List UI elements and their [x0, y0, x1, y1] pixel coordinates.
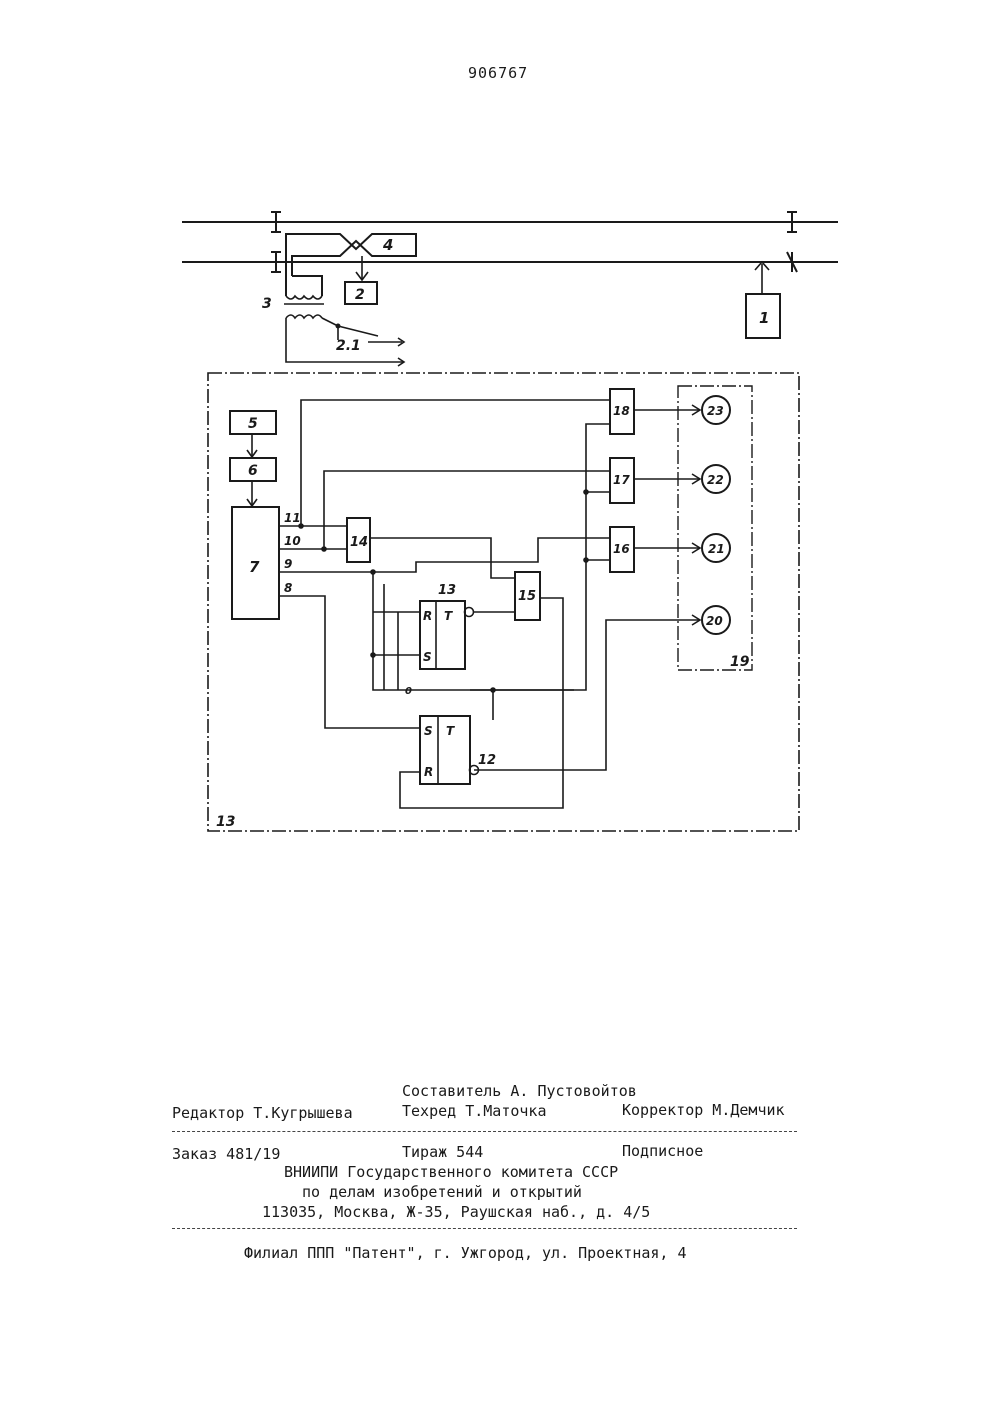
svg-text:12: 12 [478, 753, 496, 768]
compiler-line: Составитель А. Пустовойтов [402, 1082, 637, 1100]
mark-zero: 0 [405, 686, 412, 697]
svg-text:11: 11 [284, 511, 301, 525]
svg-text:13: 13 [216, 814, 235, 830]
block-1: 1 [746, 262, 780, 338]
subscription-line: Подписное [622, 1142, 703, 1160]
device-frame-13: 13 [208, 373, 799, 831]
block-4: 4 [286, 234, 416, 278]
svg-text:14: 14 [350, 535, 368, 550]
svg-text:1: 1 [759, 309, 769, 327]
svg-text:13: 13 [438, 583, 456, 598]
svg-text:9: 9 [284, 557, 292, 571]
svg-text:R: R [423, 609, 432, 623]
indicator-23: 23 [702, 396, 730, 424]
trigger-12: S T R 12 [420, 716, 496, 784]
svg-text:23: 23 [707, 404, 724, 418]
svg-text:S: S [423, 650, 432, 664]
circulation-line: Тираж 544 [402, 1143, 483, 1161]
indicator-21: 21 [702, 534, 730, 562]
svg-text:S: S [424, 724, 433, 738]
rail-lines [182, 212, 838, 272]
order-line: Заказ 481/19 [172, 1145, 280, 1163]
indicator-20: 20 [702, 606, 730, 634]
svg-text:15: 15 [518, 589, 536, 604]
techred-line: Техред Т.Маточка [402, 1102, 547, 1120]
svg-text:21: 21 [708, 542, 725, 556]
svg-text:18: 18 [613, 404, 630, 418]
svg-text:16: 16 [613, 542, 630, 556]
indicator-22: 22 [702, 465, 730, 493]
svg-text:2.1: 2.1 [336, 338, 361, 354]
svg-text:22: 22 [707, 473, 724, 487]
svg-text:10: 10 [284, 534, 301, 548]
block-7: 7 11 10 9 8 [232, 507, 301, 619]
svg-text:7: 7 [249, 558, 260, 576]
block-6: 6 [230, 458, 276, 481]
block-2: 2 [345, 256, 377, 304]
block-5: 5 [230, 411, 276, 434]
block-17: 17 [610, 458, 634, 503]
organization-line-2: по делам изобретений и открытий [302, 1183, 582, 1201]
block-15: 15 [515, 572, 540, 620]
transformer-3: 3 [262, 276, 404, 362]
organization-line-1: ВНИИПИ Государственного комитета СССР [284, 1163, 618, 1181]
corrector-line: Корректор М.Демчик [622, 1101, 785, 1119]
block-16: 16 [610, 527, 634, 572]
contact-2-1: 2.1 [336, 324, 405, 367]
divider-bottom [172, 1228, 797, 1229]
svg-text:3: 3 [262, 296, 272, 312]
svg-text:2: 2 [355, 287, 365, 303]
editor-line: Редактор Т.Кугрышева [172, 1104, 353, 1122]
svg-text:19: 19 [730, 654, 750, 670]
trigger-13: R T S 13 [420, 583, 474, 669]
svg-text:4: 4 [382, 236, 393, 254]
svg-text:8: 8 [284, 581, 292, 595]
branch-line: Филиал ППП "Патент", г. Ужгород, ул. Про… [244, 1244, 687, 1262]
svg-text:20: 20 [706, 614, 723, 628]
svg-text:6: 6 [248, 463, 258, 479]
block-14: 14 [347, 518, 370, 562]
svg-text:17: 17 [613, 473, 630, 487]
svg-text:5: 5 [248, 416, 258, 432]
block-18: 18 [610, 389, 634, 434]
organization-address: 113035, Москва, Ж-35, Раушская наб., д. … [262, 1203, 650, 1221]
divider-top [172, 1131, 797, 1132]
svg-text:R: R [424, 765, 433, 779]
svg-text:T: T [446, 724, 455, 738]
svg-text:T: T [444, 609, 453, 623]
